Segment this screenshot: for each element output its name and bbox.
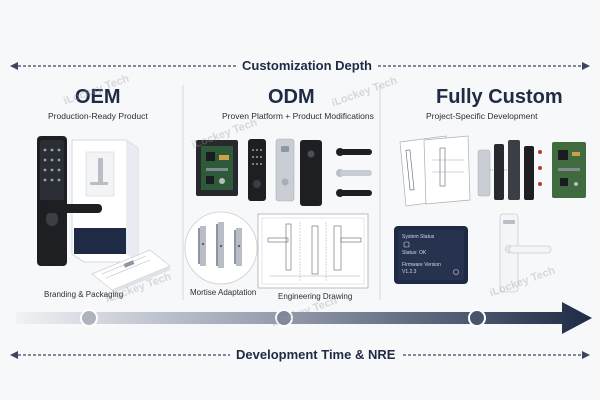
keypad-panel [248, 139, 266, 201]
column-subtitle-odm: Proven Platform + Product Modifications [222, 111, 374, 121]
bottom-axis-title: Development Time & NRE [230, 347, 402, 362]
bottom-axis-arrow-left [10, 351, 18, 359]
caption-engineering-drawing: Engineering Drawing [278, 292, 353, 301]
silver-panel [275, 138, 295, 202]
exploded-lock-assembly [477, 140, 542, 200]
screen-line-2: Status: OK [402, 250, 427, 256]
custom-pcb [552, 142, 586, 198]
pcb-module [196, 140, 238, 196]
engineering-drawing [257, 213, 369, 289]
top-axis-arrow-right [582, 62, 590, 70]
packaging-box [71, 139, 139, 263]
top-axis-title: Customization Depth [236, 58, 378, 73]
bottom-axis-arrow-right [582, 351, 590, 359]
column-title-oem: OEM [75, 86, 121, 108]
top-axis-arrow-left [10, 62, 18, 70]
product-brochure [91, 249, 171, 294]
lever-handles [336, 148, 372, 197]
technical-drawing-sheets [399, 135, 471, 207]
screen-line-1: System Status [402, 234, 435, 240]
stage-marker-oem [80, 309, 98, 327]
stage-marker-custom [468, 309, 486, 327]
black-tall-panel [300, 140, 322, 206]
screen-line-4: V1.2.3 [402, 269, 417, 275]
stage-marker-odm [275, 309, 293, 327]
mortise-adaptation-drawing [184, 211, 258, 285]
column-title-fully-custom: Fully Custom [436, 86, 563, 108]
column-subtitle-fully-custom: Project-Specific Development [426, 111, 538, 121]
system-status-screen: System Status Status: OK Firmware Versio… [394, 226, 468, 284]
development-progress-arrow [16, 302, 592, 334]
column-title-odm: ODM [268, 86, 315, 108]
white-custom-lock [499, 213, 552, 293]
caption-mortise-adaptation: Mortise Adaptation [190, 288, 257, 297]
caption-branding-packaging: Branding & Packaging [44, 290, 124, 299]
column-subtitle-oem: Production-Ready Product [48, 111, 148, 121]
black-smart-lock [37, 136, 102, 266]
screen-line-3: Firmware Version [402, 262, 441, 268]
